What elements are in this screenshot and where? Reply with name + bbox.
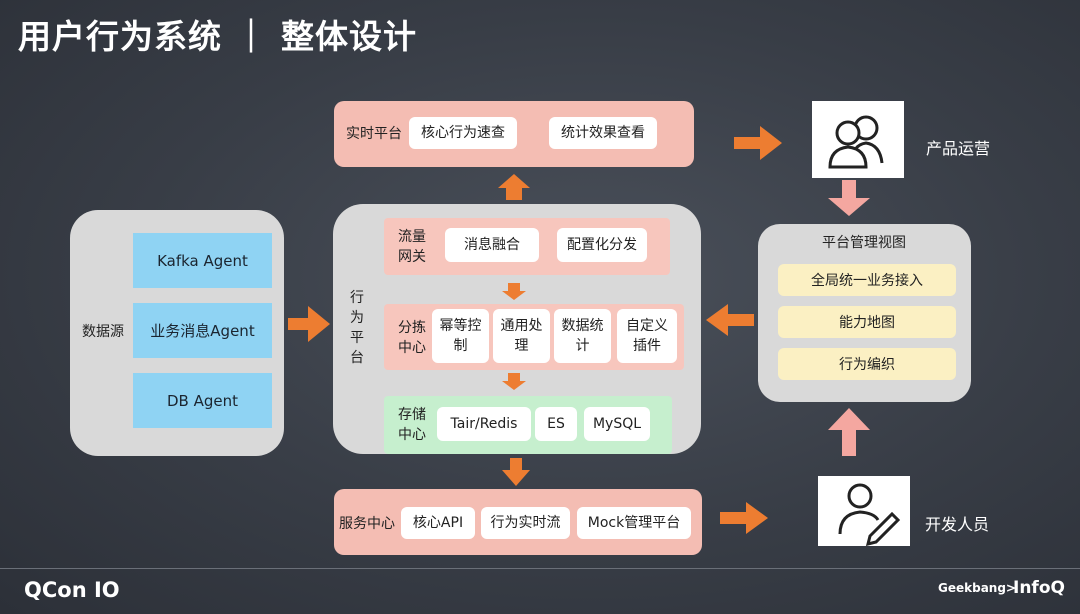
datasource-business-agent: 业务消息Agent [133,303,272,358]
realtime-platform-label: 实时平台 [346,126,402,142]
realtime-item-core-lookup: 核心行为速查 [409,117,517,149]
arrow-datasource-to-behavior [288,306,330,342]
gateway-item-merge: 消息融合 [445,228,539,262]
datasource-kafka-agent: Kafka Agent [133,233,272,288]
arrow-dev-to-platformview [828,408,870,456]
arrow-behavior-to-service [502,458,530,486]
realtime-item-stats-view: 统计效果查看 [549,117,657,149]
dev-person-edit-icon [818,476,910,547]
sorting-item-idempotent: 幂等控 制 [432,309,489,363]
arrow-sorting-to-storage [502,373,526,390]
arrow-behavior-to-realtime [498,174,530,200]
arrow-service-to-dev [720,502,768,534]
sorting-label: 分拣 中心 [398,320,426,356]
infoq-logo: InfoQ [1013,578,1065,598]
behavior-platform-label: 行 为 平 台 [350,290,364,366]
page-title: 用户行为系统 ｜ 整体设计 [18,17,417,56]
ops-role-label: 产品运营 [926,139,991,158]
sorting-item-plugin: 自定义 插件 [617,309,677,363]
platform-view-item-unified-access: 全局统一业务接入 [778,264,956,296]
arrow-realtime-to-ops [734,126,782,160]
arrow-gateway-to-sorting [502,283,526,300]
storage-label: 存储 中心 [398,407,426,443]
sorting-item-statistics: 数据统 计 [554,309,611,363]
service-item-realtime-stream: 行为实时流 [481,507,570,539]
storage-item-mysql: MySQL [584,407,650,441]
service-item-mock-platform: Mock管理平台 [577,507,691,539]
dev-role-label: 开发人员 [925,515,990,534]
footer-divider [0,568,1080,569]
geekbang-logo: Geekbang> [938,581,1016,595]
platform-view-item-capability-map: 能力地图 [778,306,956,338]
ops-people-icon [812,101,904,178]
service-item-core-api: 核心API [401,507,475,539]
datasource-label: 数据源 [82,324,124,340]
datasource-db-agent: DB Agent [133,373,272,428]
qcon-logo: QCon IO [24,578,120,602]
arrow-ops-to-platformview [828,180,870,216]
gateway-item-config-dispatch: 配置化分发 [557,228,647,262]
platform-view-title: 平台管理视图 [822,235,906,251]
service-center-label: 服务中心 [339,516,395,532]
gateway-label: 流量 网关 [398,229,426,265]
storage-item-tair-redis: Tair/Redis [437,407,531,441]
arrow-platformview-to-behavior [706,304,754,336]
storage-item-es: ES [535,407,577,441]
platform-view-item-behavior-weaving: 行为编织 [778,348,956,380]
sorting-item-generic: 通用处 理 [493,309,550,363]
